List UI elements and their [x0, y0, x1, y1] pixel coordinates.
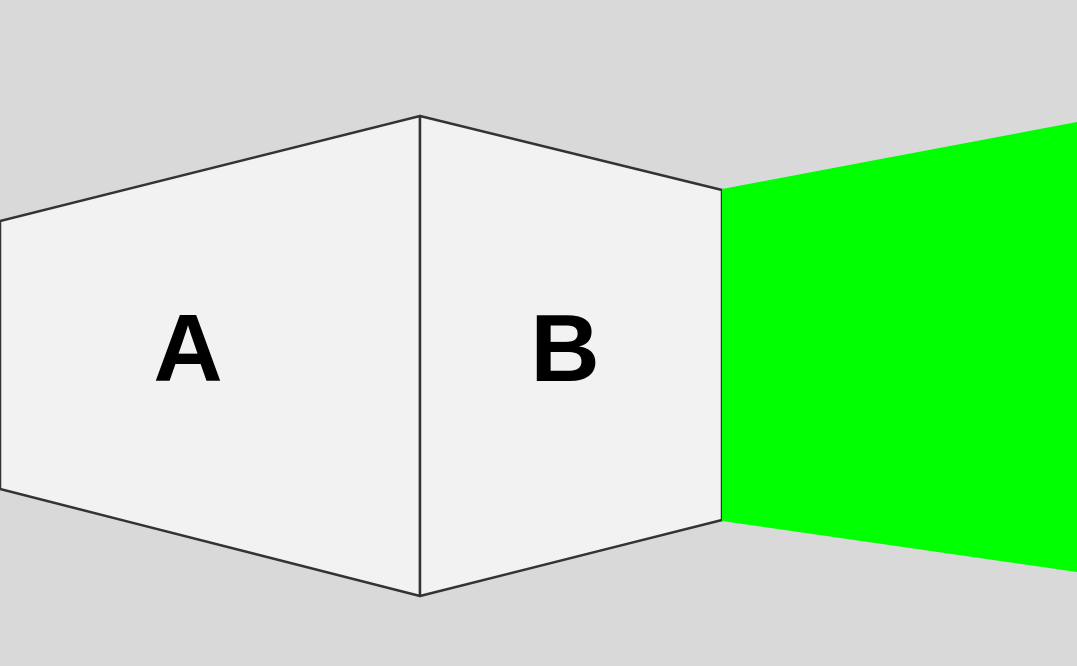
panel-a[interactable]: A [0, 114, 422, 598]
panel-green[interactable] [722, 122, 1077, 572]
panel-b[interactable]: B [418, 114, 724, 598]
panel-a-label: A [153, 295, 222, 402]
panel-green-face [722, 122, 1077, 572]
panel-b-label: B [530, 295, 599, 402]
